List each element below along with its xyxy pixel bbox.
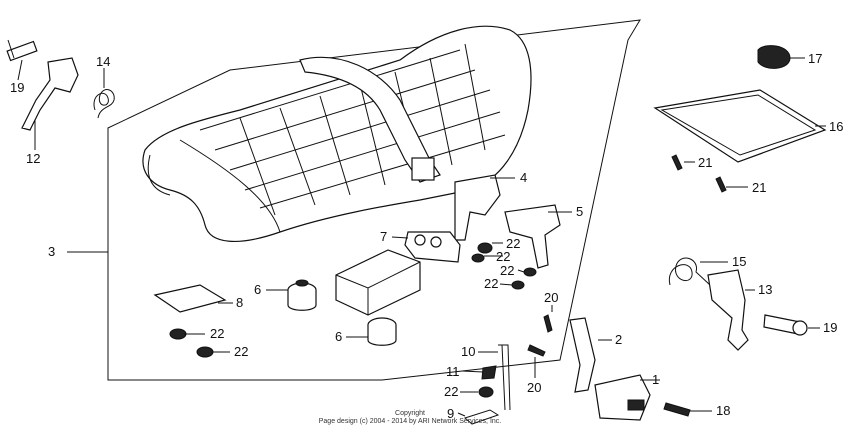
callout-6a: 6: [254, 282, 261, 297]
callout-17: 17: [808, 51, 822, 66]
cable-part-9: [463, 409, 500, 425]
callout-21a: 21: [698, 155, 712, 170]
bolt-part-18: [663, 402, 691, 417]
callout-labels: 1 2 3 4 5 6 6 7 8 9 10 11 12 13 14 15 16…: [10, 51, 843, 421]
bracket-part-4: [454, 174, 501, 241]
callout-19b: 19: [823, 320, 837, 335]
callout-15: 15: [732, 254, 746, 269]
callout-22e: 22: [500, 263, 514, 278]
pin-part-19-right: [763, 314, 808, 336]
hinge-block-part-7: [404, 231, 461, 263]
callout-12: 12: [26, 151, 40, 166]
nut-group: [169, 242, 537, 398]
callout-5: 5: [576, 204, 583, 219]
callout-9: 9: [447, 406, 454, 421]
bracket-part-2: [569, 317, 596, 393]
callout-22d: 22: [496, 249, 510, 264]
callout-4: 4: [520, 170, 527, 185]
callout-22a: 22: [210, 326, 224, 341]
leader-lines: [17, 57, 826, 417]
latch-part-12: [21, 57, 79, 131]
latch-part-1: [594, 374, 651, 421]
callout-22g: 22: [444, 384, 458, 399]
callout-22c: 22: [506, 236, 520, 251]
spring-part-15: [668, 257, 711, 286]
callout-13: 13: [758, 282, 772, 297]
seat-assembly: [142, 25, 532, 242]
copyright-notice: Copyright Page design (c) 2004 - 2014 by…: [300, 410, 520, 426]
callout-22f: 22: [484, 276, 498, 291]
callout-11: 11: [446, 364, 460, 379]
damper-part-6a: [287, 279, 317, 311]
bolt-part-20-lower: [527, 344, 546, 357]
callout-21b: 21: [752, 180, 766, 195]
screws-part-21: [671, 154, 727, 193]
strap-buckle: [411, 157, 435, 181]
plate-part-8: [153, 284, 227, 313]
callout-1: 1: [652, 372, 659, 387]
callout-16: 16: [829, 119, 843, 134]
callout-6b: 6: [335, 329, 342, 344]
callout-3: 3: [48, 244, 55, 259]
callout-10: 10: [461, 344, 475, 359]
callout-19a: 19: [10, 80, 24, 95]
tray-part-16: [653, 89, 827, 163]
assembly-frame: [107, 19, 641, 381]
callout-22b: 22: [234, 344, 248, 359]
callout-7: 7: [380, 229, 387, 244]
callout-20a: 20: [544, 290, 558, 305]
cap-part-17: [757, 45, 791, 69]
clip-part-11: [481, 365, 497, 380]
callout-2: 2: [615, 332, 622, 347]
damper-part-6b: [367, 317, 397, 346]
rod-part-10: [498, 344, 511, 411]
pin-part-19-top: [6, 39, 38, 62]
hook-part-13: [707, 269, 749, 351]
bolt-part-20-upper: [543, 314, 553, 333]
callout-18: 18: [716, 403, 730, 418]
spring-part-14: [93, 89, 115, 119]
callout-20b: 20: [527, 380, 541, 395]
callout-14: 14: [96, 54, 110, 69]
seat-strap: [299, 56, 441, 183]
seat-quilting: [199, 43, 506, 216]
callout-8: 8: [236, 295, 243, 310]
copyright-line-1: Copyright: [395, 410, 425, 417]
copyright-line-2: Page design (c) 2004 - 2014 by ARI Netwo…: [318, 418, 502, 425]
